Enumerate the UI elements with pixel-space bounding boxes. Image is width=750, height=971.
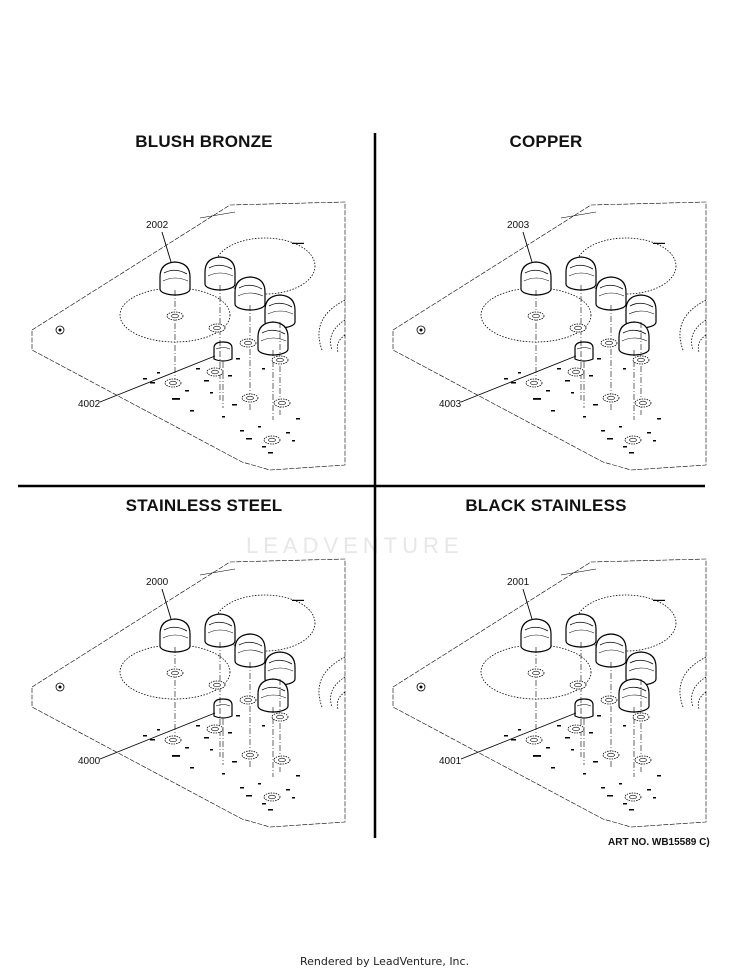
panel-title-blush-bronze: BLUSH BRONZE <box>135 132 273 151</box>
part-label-2003: 2003 <box>507 220 530 231</box>
part-label-4001: 4001 <box>439 756 462 767</box>
part-label-2001: 2001 <box>507 577 530 588</box>
panel-title-copper: COPPER <box>509 132 583 151</box>
part-label-2000: 2000 <box>146 577 169 588</box>
art-number: ART NO. WB15589 C) <box>608 837 710 848</box>
panel-black-stainless-drawing: 2001 4001 <box>393 559 706 827</box>
panel-title-black-stainless: BLACK STAINLESS <box>465 496 627 515</box>
part-label-4003: 4003 <box>439 399 462 410</box>
part-label-4002: 4002 <box>78 399 101 410</box>
panel-copper-drawing: 2003 4003 <box>393 202 706 470</box>
panel-stainless-steel-drawing: 2000 4000 <box>32 559 345 827</box>
part-label-4000: 4000 <box>78 756 101 767</box>
part-label-2002: 2002 <box>146 220 169 231</box>
panel-title-stainless-steel: STAINLESS STEEL <box>125 496 283 515</box>
footer-rendered-by: Rendered by LeadVenture, Inc. <box>300 955 470 968</box>
panel-blush-bronze-drawing: 2002 4002 <box>32 202 345 470</box>
leadventure-watermark: LEADVENTURE <box>246 533 464 558</box>
